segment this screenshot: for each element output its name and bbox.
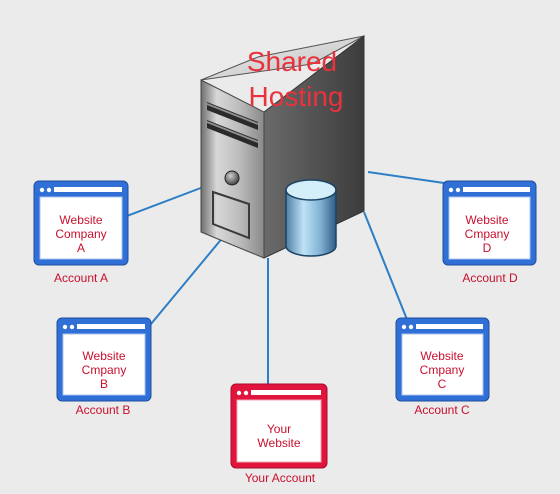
your-account-caption: Your Account [245,471,316,485]
title-line-1: Shared [247,46,337,77]
account-a-line-2: Company [55,227,106,241]
connector-account-d [367,171,445,184]
account-d-caption: Account D [462,271,518,285]
your-account-line-1: Your [267,422,291,436]
connector-account-b [145,235,225,331]
connector-account-c [363,211,409,323]
account-a-line-3: A [77,241,85,255]
browser-window-account-c [395,317,490,402]
browser-window-account-d [442,180,537,266]
diagram-title: Shared Hosting [247,46,344,112]
browser-window-account-b [56,317,152,402]
account-c-caption: Account C [414,403,470,417]
account-b-line-3: B [100,377,108,391]
account-c-line-1: Website [420,349,463,363]
title-line-2: Hosting [249,81,344,112]
account-a-caption: Account A [54,271,108,285]
connector-account-a [126,185,207,217]
account-b-line-2: Cmpany [82,363,127,377]
account-d-line-1: Website [465,213,508,227]
account-d-line-3: D [483,241,492,255]
browser-window-account-a [33,180,129,266]
database-icon [285,179,337,257]
account-d-line-2: Cmpany [465,227,510,241]
connectors [126,171,445,384]
your-account-line-2: Website [257,436,300,450]
account-b-caption: Account B [76,403,131,417]
account-c-line-2: Cmpany [420,363,465,377]
account-b-line-1: Website [82,349,125,363]
account-c-line-3: C [438,377,447,391]
account-a-line-1: Website [59,213,102,227]
browser-window-your-account [230,383,328,469]
